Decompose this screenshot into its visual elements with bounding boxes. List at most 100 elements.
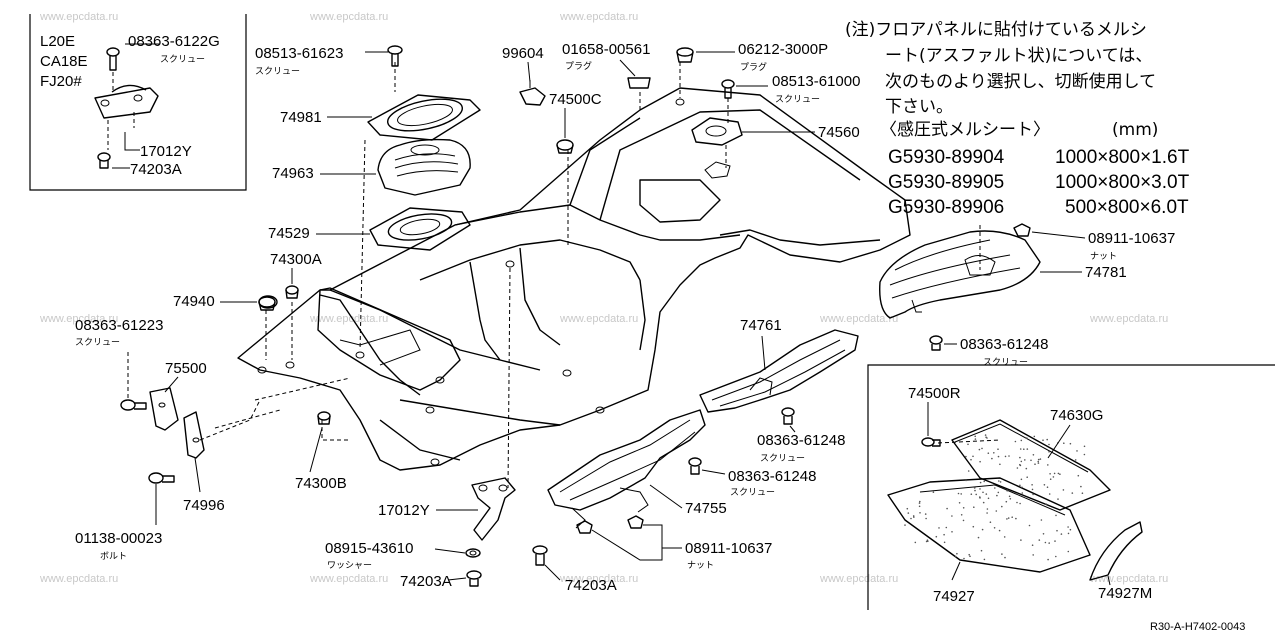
texture-dot xyxy=(1033,435,1036,438)
callout-label: 08513-61623 xyxy=(255,45,343,62)
callout-label: 01658-00561 xyxy=(562,41,650,58)
texture-dot xyxy=(1023,448,1025,451)
texture-dot xyxy=(1060,533,1063,535)
note-line: 下さい。 xyxy=(885,97,953,117)
grommet-icon xyxy=(556,139,574,154)
texture-dot xyxy=(1069,442,1072,445)
texture-dot xyxy=(1024,459,1026,461)
watermark-layer: www.epcdata.ru www.epcdata.ru www.epcdat… xyxy=(39,11,1168,585)
callout-sublabel: スクリュー xyxy=(760,453,805,464)
inset-trunk-box xyxy=(867,364,1275,610)
plug-icon xyxy=(676,47,694,63)
texture-dot xyxy=(1074,459,1077,461)
texture-dot xyxy=(1062,489,1065,491)
texture-dot xyxy=(925,517,927,520)
texture-dot xyxy=(1049,478,1052,481)
screw-icon xyxy=(120,399,147,411)
watermark: www.epcdata.ru xyxy=(559,11,638,23)
note-unit: (mm) xyxy=(1112,120,1158,140)
texture-dot xyxy=(1004,455,1007,458)
texture-dot xyxy=(1016,467,1019,469)
watermark: www.epcdata.ru xyxy=(1089,313,1168,325)
callout-label: 74300A xyxy=(270,251,322,268)
texture-dot xyxy=(1011,516,1013,518)
texture-dot xyxy=(1021,486,1023,489)
bracket-17012Y xyxy=(471,477,516,541)
texture-dot xyxy=(907,512,910,514)
texture-dot xyxy=(1039,458,1042,460)
texture-dot xyxy=(983,480,985,483)
texture-dot xyxy=(986,512,988,514)
texture-dot xyxy=(1057,498,1059,500)
texture-dot xyxy=(1015,517,1017,520)
texture-dot xyxy=(910,517,912,520)
texture-dot xyxy=(982,491,984,494)
plug-icon xyxy=(627,77,651,89)
texture-dot xyxy=(1069,528,1072,531)
callout-label: 08915-43610 xyxy=(325,540,413,557)
nut-icon xyxy=(576,520,593,534)
texture-dot xyxy=(1057,472,1060,475)
callout-label: 74927M xyxy=(1098,585,1152,602)
texture-dot xyxy=(1007,517,1010,519)
texture-dot xyxy=(918,505,921,508)
texture-dot xyxy=(1045,503,1047,505)
screw-icon xyxy=(387,45,403,67)
texture-dot xyxy=(914,541,917,544)
texture-dot xyxy=(1004,556,1006,559)
watermark: www.epcdata.ru xyxy=(819,573,898,585)
texture-dot xyxy=(962,519,965,522)
texture-dot xyxy=(1014,440,1017,443)
texture-dot xyxy=(1055,514,1057,517)
texture-dot xyxy=(1048,443,1050,446)
texture-dot xyxy=(985,493,988,495)
texture-dot xyxy=(1077,474,1080,477)
texture-dot xyxy=(924,513,927,515)
texture-dot xyxy=(1056,529,1058,532)
texture-dot xyxy=(973,487,976,489)
texture-dot xyxy=(1019,463,1021,466)
texture-dot xyxy=(958,502,961,504)
texture-dot xyxy=(1006,490,1008,492)
texture-dot xyxy=(1048,493,1051,495)
texture-dot xyxy=(960,493,962,495)
texture-dot xyxy=(1031,488,1034,491)
note-table-title: 〈感圧式メルシート〉 xyxy=(880,120,1050,140)
bolt-icon xyxy=(466,570,482,587)
texture-dot xyxy=(979,497,981,499)
grommet-icon xyxy=(317,411,331,425)
texture-dot xyxy=(1047,464,1049,466)
callout-sublabel: スクリュー xyxy=(775,94,820,105)
shift-boot-74963 xyxy=(377,138,471,196)
callout-sublabel: スクリュー xyxy=(160,54,205,65)
texture-dot xyxy=(962,507,965,509)
screw-icon xyxy=(106,47,120,71)
texture-dot xyxy=(1049,473,1051,475)
texture-dot xyxy=(1048,542,1050,544)
watermark: www.epcdata.ru xyxy=(39,11,118,23)
callout-label: 74755 xyxy=(685,500,727,517)
heat-insulator-74761 xyxy=(699,329,859,413)
callout-label: 08363-61248 xyxy=(728,468,816,485)
texture-dot xyxy=(974,438,977,440)
texture-dot xyxy=(1020,539,1022,541)
texture-dot xyxy=(1044,541,1047,544)
texture-dot xyxy=(1037,458,1040,461)
texture-dot xyxy=(1028,524,1031,527)
bolt-icon xyxy=(532,545,548,566)
texture-dot xyxy=(1043,484,1046,486)
texture-dot xyxy=(951,515,953,517)
callout-label: 74781 xyxy=(1085,264,1127,281)
texture-dot xyxy=(1003,536,1006,538)
texture-dot xyxy=(1071,492,1074,494)
texture-dot xyxy=(991,457,993,460)
texture-dot xyxy=(996,494,998,497)
texture-dot xyxy=(982,501,985,504)
texture-dot xyxy=(1034,463,1036,466)
texture-dot xyxy=(1038,539,1041,541)
callout-label: 08363-61248 xyxy=(960,336,1048,353)
texture-dot xyxy=(1053,472,1056,475)
texture-dot xyxy=(1063,442,1065,445)
note-line: (注)フロアパネルに貼付けているメルシ xyxy=(845,20,1147,40)
texture-dot xyxy=(965,455,967,458)
